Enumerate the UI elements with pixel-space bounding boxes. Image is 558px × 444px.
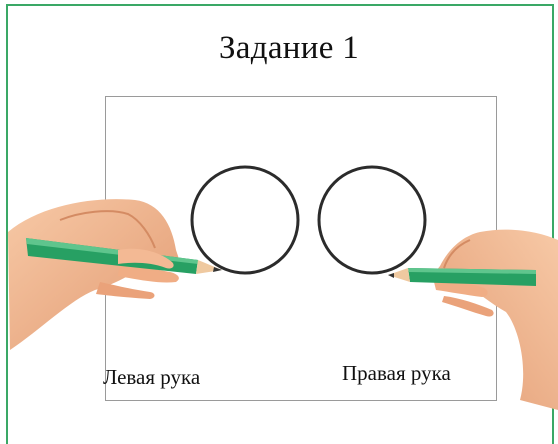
task-title: Задание 1 [218,30,360,66]
right-circle [317,165,427,275]
task-frame [6,4,554,444]
right-hand-label: Правая рука [342,361,451,385]
left-hand-fingers [118,248,174,269]
left-hand-icon [8,199,180,350]
drawing-area [8,165,558,410]
left-circle [190,165,300,275]
right-pencil-icon [388,268,536,286]
left-hand-label: Левая рука [103,365,201,389]
